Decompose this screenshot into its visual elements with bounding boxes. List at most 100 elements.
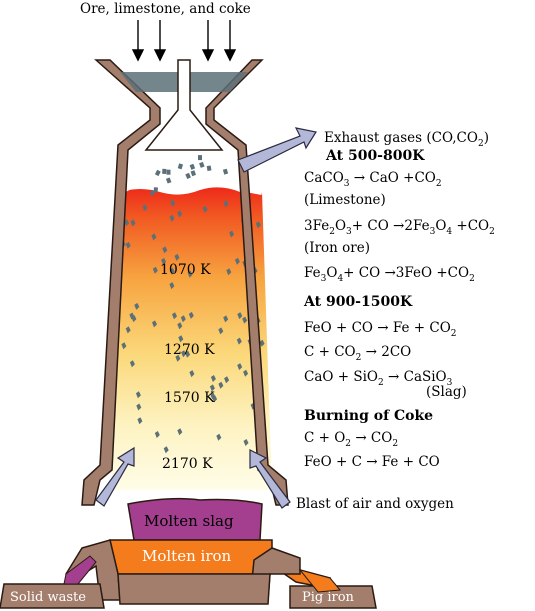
ore-piece bbox=[223, 200, 229, 208]
ore-piece bbox=[185, 172, 191, 179]
ore-piece bbox=[189, 163, 196, 170]
furnace-interior bbox=[112, 187, 272, 490]
ore-piece bbox=[180, 315, 186, 323]
ore-piece bbox=[199, 161, 205, 168]
ore-piece bbox=[175, 354, 181, 362]
ore-piece bbox=[135, 391, 141, 399]
hopper-cone bbox=[144, 59, 224, 151]
ore-piece bbox=[181, 350, 187, 358]
ore-piece bbox=[121, 342, 127, 350]
note-limestone: (Limestone) bbox=[304, 192, 386, 208]
ore-piece bbox=[198, 155, 202, 161]
ore-piece bbox=[165, 177, 172, 184]
ore-piece bbox=[162, 246, 168, 254]
exhaust-label: Exhaust gases (CO,CO2) bbox=[324, 130, 489, 149]
ore-piece bbox=[206, 165, 212, 172]
ore-piece bbox=[169, 214, 175, 222]
exhaust-arrow bbox=[237, 127, 317, 173]
label-pig-iron: Pig iron bbox=[302, 590, 355, 605]
section-burning-coke: Burning of Coke bbox=[304, 408, 433, 424]
ore-piece bbox=[174, 253, 180, 261]
ore-piece bbox=[223, 315, 229, 323]
blast-arrow-left bbox=[95, 446, 135, 507]
input-label: Ore, limestone, and coke bbox=[80, 1, 251, 17]
ore-piece bbox=[166, 169, 171, 175]
reaction-c-co2: C + CO2 → 2CO bbox=[304, 344, 411, 363]
ore-piece bbox=[210, 375, 216, 382]
ore-piece bbox=[190, 170, 197, 177]
ore-piece bbox=[242, 316, 248, 324]
ore-piece bbox=[177, 322, 183, 330]
ore-piece bbox=[255, 221, 261, 229]
ore-piece bbox=[234, 257, 240, 265]
ore-piece bbox=[185, 350, 191, 358]
ore-piece bbox=[209, 384, 215, 392]
ore-piece bbox=[137, 417, 143, 425]
reaction-c-o2: C + O2 → CO2 bbox=[304, 430, 398, 449]
left-wall bbox=[81, 59, 161, 506]
temp-2170: 2170 K bbox=[162, 456, 213, 472]
temp-1270: 1270 K bbox=[164, 342, 215, 358]
reaction-fe3o4: Fe3O4+ CO →3FeO +CO2 bbox=[304, 265, 475, 284]
right-wall bbox=[205, 59, 289, 506]
section-900-1500: At 900-1500K bbox=[303, 294, 413, 310]
ore-piece bbox=[149, 189, 156, 196]
temp-1070: 1070 K bbox=[160, 262, 211, 278]
ore-piece bbox=[136, 403, 142, 411]
ore-piece bbox=[243, 369, 249, 377]
section-500-800: At 500-800K bbox=[325, 148, 425, 164]
ore-piece bbox=[259, 339, 265, 347]
note-iron-ore: (Iron ore) bbox=[304, 240, 370, 256]
reaction-feo-co: FeO + CO → Fe + CO2 bbox=[304, 320, 457, 339]
ore-piece bbox=[129, 312, 135, 320]
ore-piece bbox=[154, 431, 160, 438]
ore-piece bbox=[125, 326, 131, 334]
ore-piece bbox=[154, 169, 161, 177]
solid-waste-flow bbox=[63, 555, 97, 585]
ore-piece bbox=[152, 320, 157, 328]
ore-piece bbox=[224, 376, 230, 384]
ore-piece bbox=[237, 363, 243, 371]
pig-iron-trough bbox=[289, 585, 377, 609]
ore-piece bbox=[130, 219, 136, 227]
ore-piece bbox=[169, 282, 175, 290]
ore-piece bbox=[134, 302, 140, 310]
ore-piece bbox=[210, 392, 216, 400]
ore-piece bbox=[202, 205, 208, 213]
ore-piece bbox=[187, 270, 193, 278]
reaction-feo-c: FeO + C → Fe + CO bbox=[304, 454, 440, 470]
ore-piece bbox=[237, 312, 243, 320]
ore-piece bbox=[169, 267, 175, 275]
reaction-iron-ore: 3Fe2O3+ CO →2Fe3O4 +CO2 bbox=[304, 218, 495, 237]
label-molten-slag: Molten slag bbox=[144, 512, 234, 530]
ore-piece bbox=[163, 446, 169, 454]
ore-piece bbox=[226, 268, 232, 276]
ore-piece bbox=[124, 219, 130, 227]
hearth-base bbox=[117, 573, 271, 605]
ore-piece bbox=[129, 360, 135, 368]
blast-label: Blast of air and oxygen bbox=[296, 496, 454, 512]
ore-piece bbox=[161, 257, 167, 265]
ore-piece bbox=[172, 312, 177, 320]
label-solid-waste: Solid waste bbox=[10, 590, 86, 605]
pig-iron-flow bbox=[298, 569, 341, 593]
ore-piece bbox=[170, 199, 176, 207]
ore-piece bbox=[142, 204, 148, 212]
ore-piece bbox=[236, 337, 242, 345]
ore-piece bbox=[229, 230, 235, 238]
reaction-slag: CaO + SiO2 → CaSiO3 bbox=[304, 369, 453, 388]
ore-piece bbox=[243, 439, 249, 446]
input-arrows bbox=[131, 20, 237, 62]
molten-slag-pool bbox=[127, 497, 263, 541]
note-slag: (Slag) bbox=[426, 384, 467, 400]
label-molten-iron: Molten iron bbox=[142, 547, 232, 565]
ore-piece bbox=[188, 311, 194, 319]
ore-piece bbox=[216, 433, 222, 441]
temp-1570: 1570 K bbox=[164, 390, 215, 406]
ore-piece bbox=[178, 335, 184, 343]
ore-piece bbox=[177, 428, 183, 436]
ore-piece bbox=[162, 168, 167, 175]
ore-piece bbox=[222, 168, 229, 175]
